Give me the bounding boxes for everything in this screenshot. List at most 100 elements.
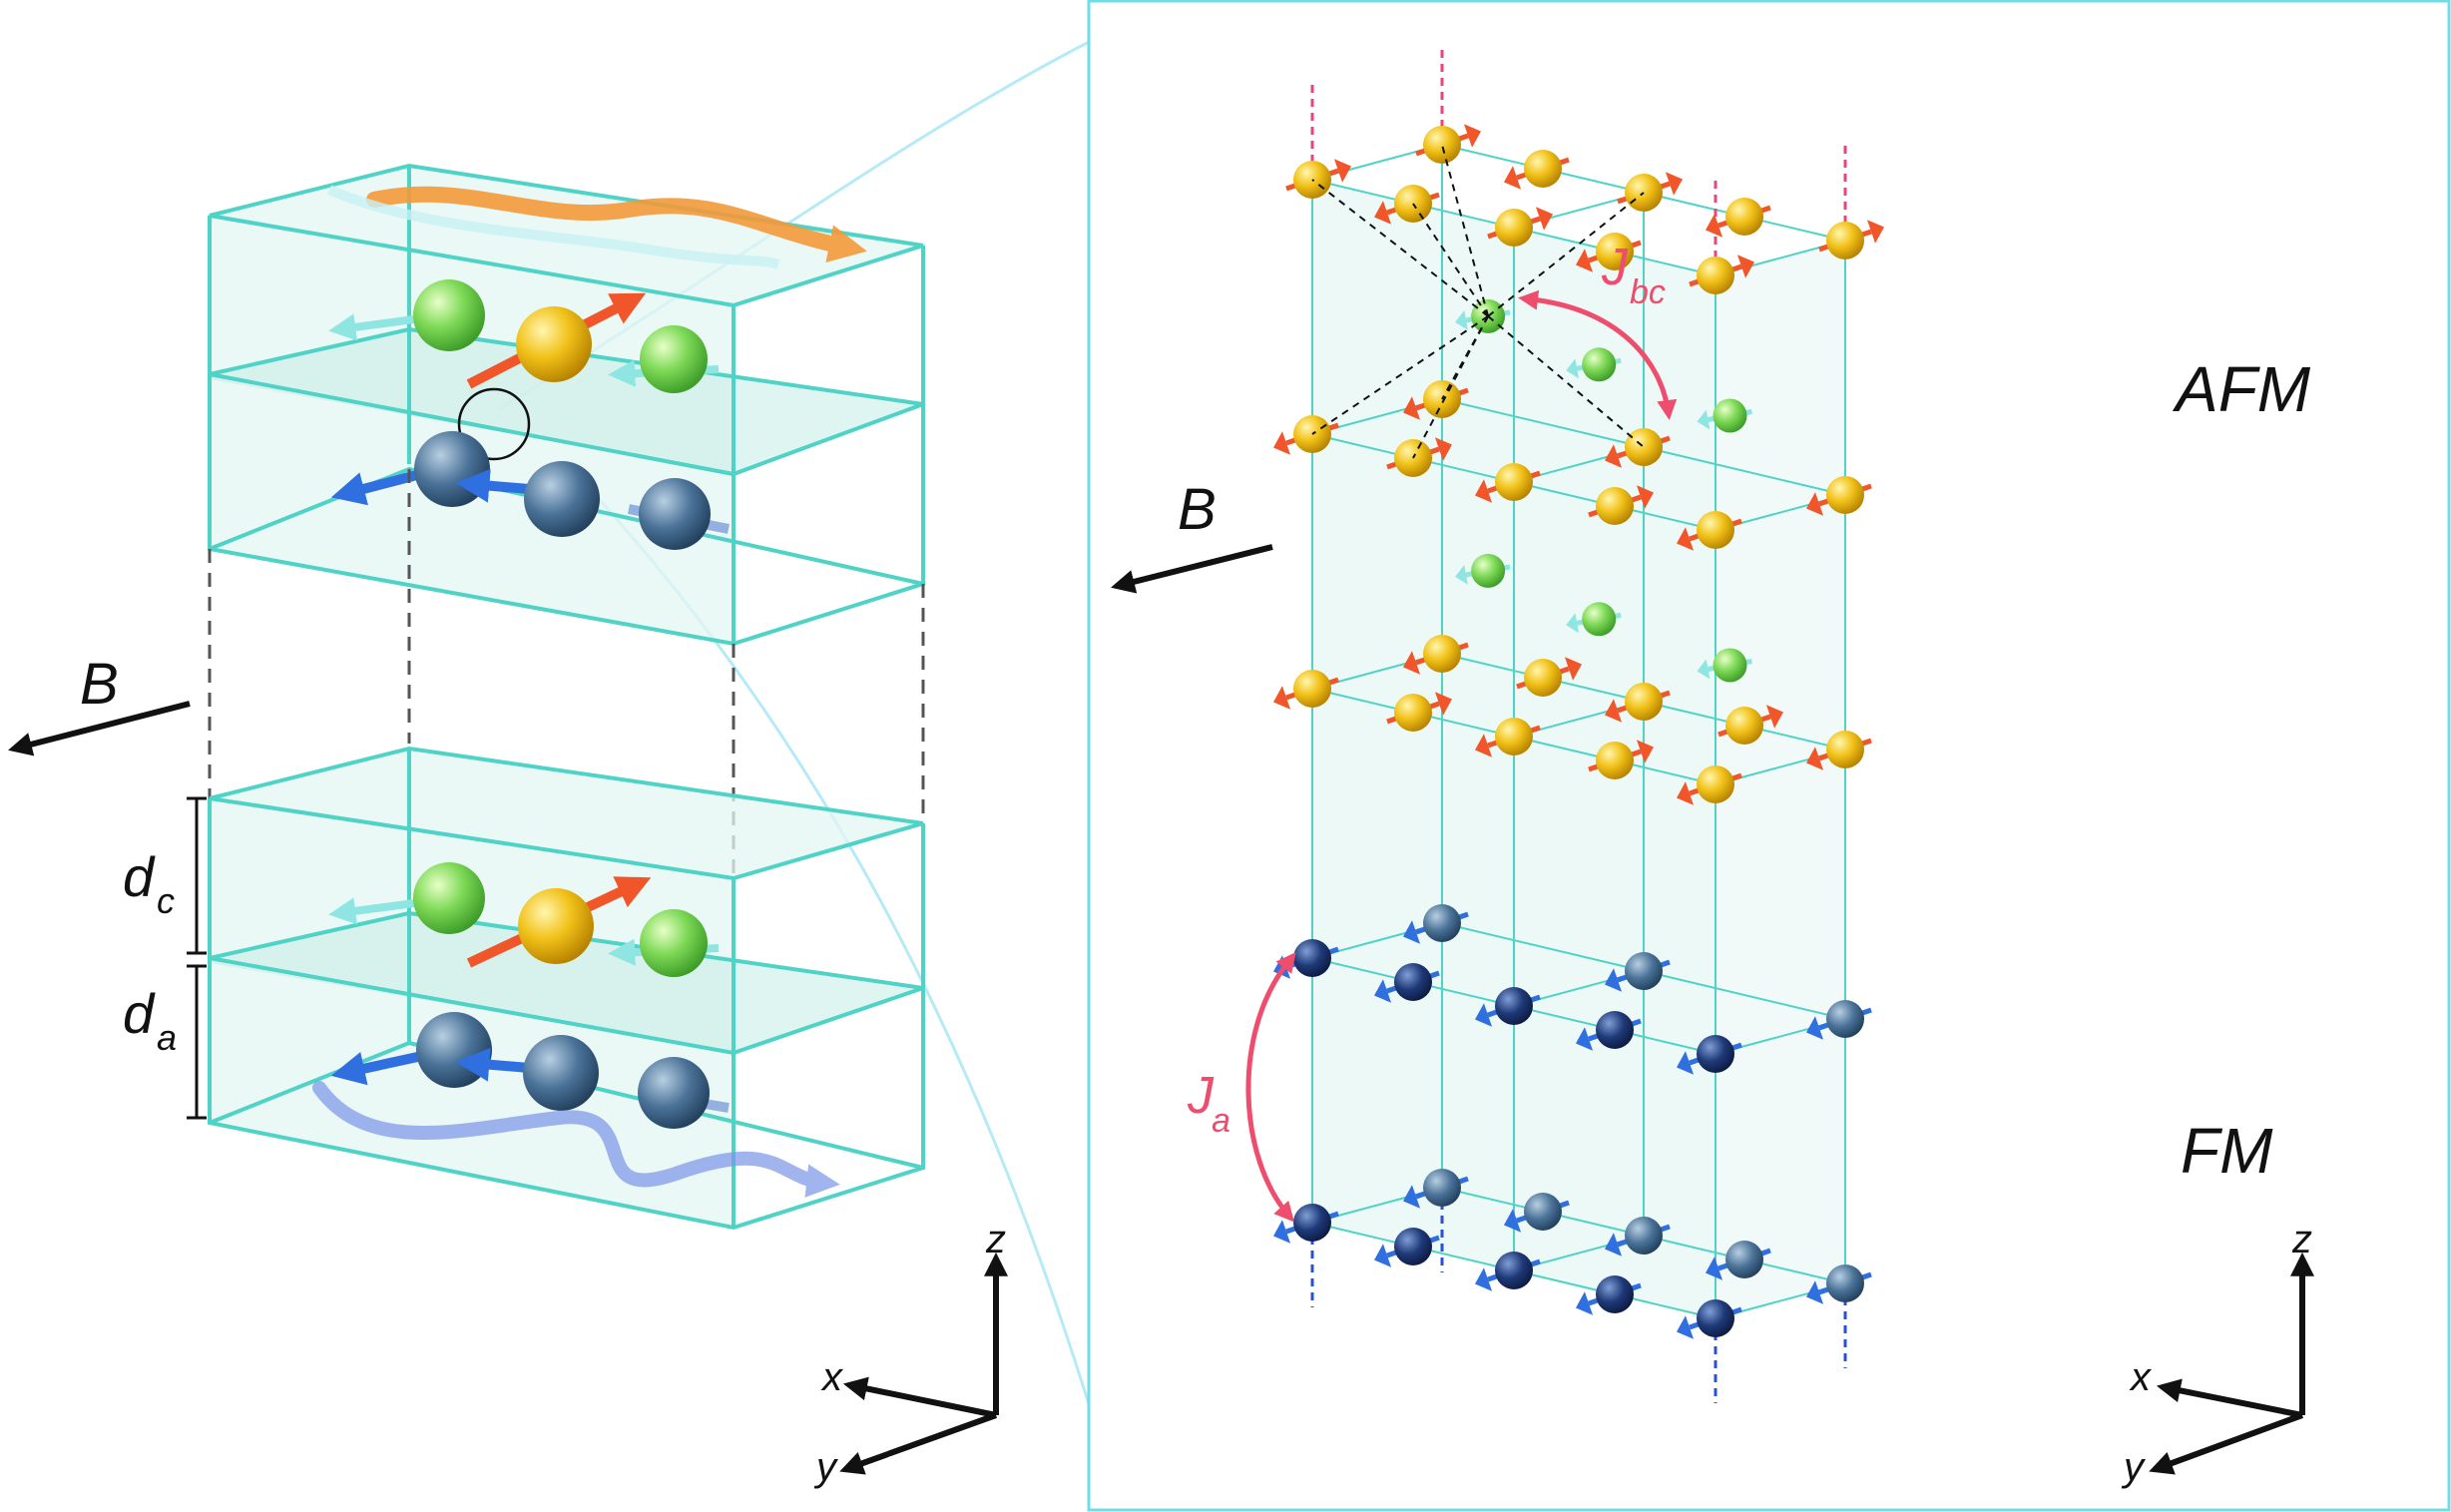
spin-arrow-head: [1736, 254, 1754, 278]
yellow-atom: [1625, 683, 1663, 721]
yellow-atom: [1596, 233, 1634, 270]
gray-blue-atom: [416, 1012, 492, 1088]
blue-atom: [1725, 1241, 1763, 1278]
blue-atom: [1394, 963, 1432, 1001]
spin-arrow-head: [1576, 1291, 1594, 1315]
spin-arrow-head: [1273, 686, 1291, 710]
left-panel: d c d a B z x y: [8, 163, 1008, 1489]
right-panel: J bc J a AFM FM B z x y: [1087, 0, 2451, 1512]
exchange-path: [1412, 203, 1489, 317]
spin-arrow-head: [1455, 565, 1468, 585]
spin-arrow-head: [1566, 613, 1579, 634]
gray-blue-atom: [639, 478, 711, 550]
blue-atom: [1495, 1252, 1533, 1289]
spin-arrow-head: [1605, 1233, 1623, 1257]
yellow-atom: [1495, 463, 1533, 501]
blue-atom: [1394, 1228, 1432, 1265]
green-atom: [640, 325, 708, 393]
spin-arrow-head: [1576, 1027, 1594, 1051]
spin-arrow-head: [1403, 396, 1421, 420]
field-label: B: [80, 652, 119, 717]
yellow-atom: [1495, 718, 1533, 756]
green-atom: [1713, 398, 1747, 433]
upper-slab: [208, 163, 925, 647]
blue-atom: [1596, 1275, 1634, 1313]
exchange-path: [1311, 315, 1489, 435]
exchange-path: [1311, 179, 1489, 317]
green-atom: [413, 862, 485, 934]
yellow-atom: [1697, 765, 1734, 803]
svg-text:c: c: [157, 880, 175, 921]
jbc-coupling-arrow: [1518, 289, 1678, 420]
thickness-markers: [187, 796, 207, 1120]
svg-text:a: a: [157, 1017, 177, 1058]
spin-arrow-head: [1806, 1016, 1824, 1040]
green-atom: [640, 909, 708, 977]
svg-text:a: a: [1212, 1102, 1230, 1140]
blue-atom: [1524, 1193, 1562, 1231]
gray-blue-atom: [638, 1057, 710, 1129]
spin-arrow-head: [1504, 1209, 1522, 1233]
field-label: B: [1178, 477, 1217, 542]
ja-label: J a: [1187, 1067, 1230, 1140]
spin-arrow-head: [1605, 968, 1623, 992]
spin-arrow-head: [1697, 409, 1711, 430]
yellow-atom: [1725, 707, 1763, 745]
spin-arrow-head: [1333, 159, 1351, 183]
yellow-atom: [1394, 694, 1432, 732]
yellow-atom: [1524, 150, 1562, 188]
spin-arrow-head: [1605, 444, 1623, 468]
spin-arrow-head: [1576, 249, 1594, 272]
yellow-atom: [1524, 659, 1562, 697]
field-arrow: [8, 701, 191, 756]
spin-arrow-head: [1475, 1003, 1493, 1027]
spin-arrow-head: [1434, 692, 1452, 716]
blue-atom: [1293, 1204, 1331, 1242]
axis-y-label: y: [813, 1445, 839, 1489]
spin-arrow-head: [1665, 172, 1683, 196]
exchange-path: [1487, 315, 1645, 448]
green-atom: [1471, 553, 1506, 588]
axis-z-label: z: [985, 1218, 1006, 1261]
zoom-circle: [457, 387, 531, 461]
spin-arrow-head: [1806, 747, 1824, 770]
lattice-atoms: [1273, 124, 1884, 1339]
svg-text:J: J: [1187, 1067, 1215, 1125]
axis-x-label: x: [2129, 1355, 2153, 1399]
axis-triad: [839, 1252, 1008, 1475]
spin-arrow-head: [1434, 437, 1452, 461]
yellow-atom: [1826, 731, 1864, 768]
spin-arrow-head: [1806, 1280, 1824, 1304]
dc-label: d c: [123, 845, 175, 921]
yellow-atom: [516, 306, 592, 382]
yellow-atom: [1826, 222, 1864, 259]
spin-arrow-head: [1374, 979, 1392, 1003]
ja-coupling-arrow: [1245, 951, 1296, 1223]
yellow-atom: [1596, 487, 1634, 525]
gray-blue-atom: [523, 1035, 599, 1111]
yellow-atom: [1826, 476, 1864, 514]
yellow-atom: [1495, 209, 1533, 247]
spin-arrow-head: [1677, 1051, 1695, 1075]
gray-blue-atom: [524, 461, 600, 537]
axis-z-label: z: [2291, 1218, 2312, 1261]
da-label: d a: [123, 982, 177, 1058]
blue-atom: [1495, 987, 1533, 1025]
spin-arrow-head: [1636, 485, 1654, 509]
spin-arrow-head: [1697, 659, 1711, 680]
orange-spin-wave: [366, 186, 867, 263]
blue-atom: [1423, 1169, 1461, 1207]
spin-arrow-head: [1677, 1315, 1695, 1339]
spin-arrow-head: [1706, 214, 1723, 238]
spin-arrow-head: [1455, 310, 1468, 330]
jbc-label: J bc: [1601, 239, 1666, 311]
yellow-atom: [1725, 198, 1763, 236]
gray-blue-atom: [414, 431, 490, 507]
lower-slab: [208, 746, 925, 1231]
spin-arrow-head: [1403, 651, 1421, 675]
exchange-path: [1412, 315, 1489, 459]
spin-arrow-head: [1677, 781, 1695, 805]
blue-atom: [1625, 1217, 1663, 1255]
blue-atom: [1697, 1035, 1734, 1073]
